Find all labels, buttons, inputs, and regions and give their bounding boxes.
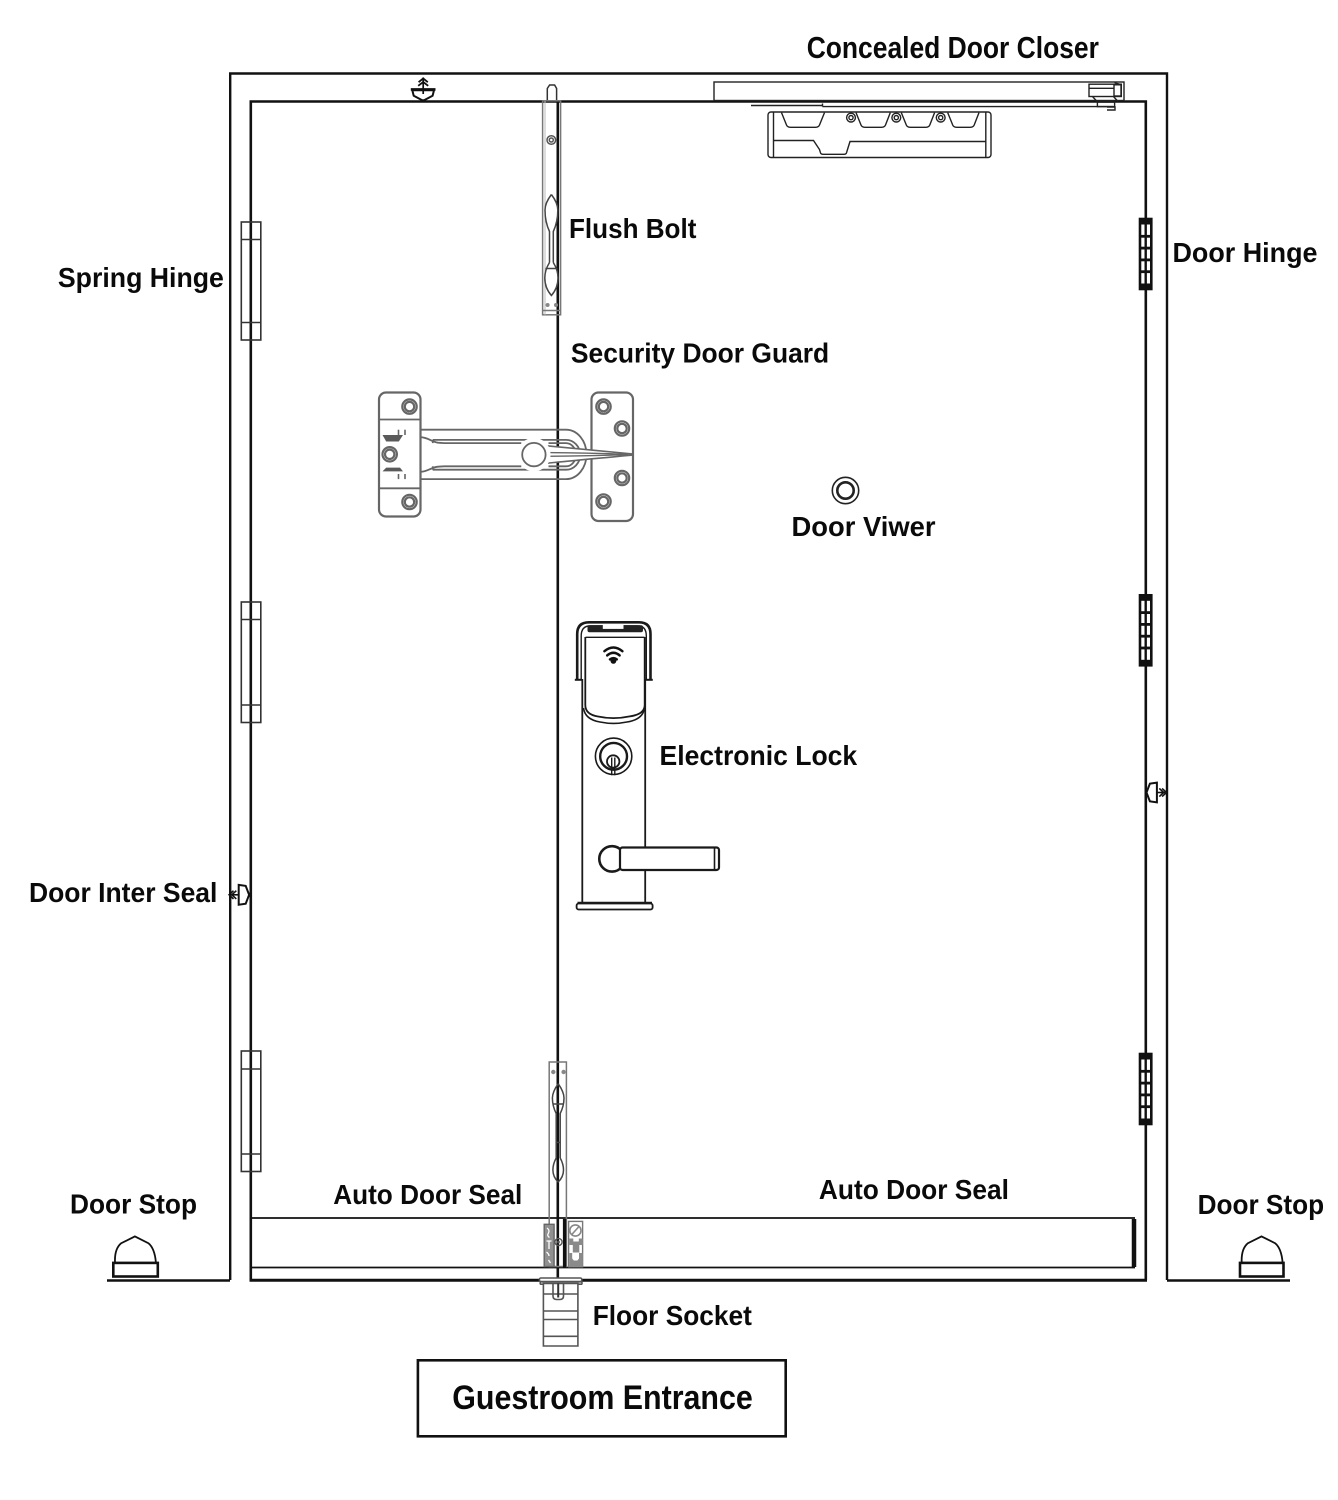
svg-text:Floor Socket: Floor Socket [593, 1300, 752, 1331]
svg-text:Door Viwer: Door Viwer [792, 511, 936, 542]
svg-text:Electronic Lock: Electronic Lock [660, 740, 858, 771]
svg-text:Guestroom Entrance: Guestroom Entrance [452, 1379, 753, 1417]
svg-text:Door Hinge: Door Hinge [1173, 237, 1318, 268]
svg-text:Concealed Door Closer: Concealed Door Closer [807, 30, 1099, 65]
svg-text:Door Inter Seal: Door Inter Seal [29, 877, 217, 908]
svg-text:Security Door Guard: Security Door Guard [571, 337, 829, 368]
svg-text:Auto Door Seal: Auto Door Seal [333, 1179, 522, 1210]
svg-text:Door Stop: Door Stop [70, 1189, 197, 1220]
svg-text:Flush Bolt: Flush Bolt [569, 213, 696, 244]
svg-text:Door Stop: Door Stop [1198, 1189, 1325, 1220]
svg-text:Spring Hinge: Spring Hinge [58, 262, 224, 293]
svg-text:Auto Door Seal: Auto Door Seal [819, 1174, 1009, 1205]
